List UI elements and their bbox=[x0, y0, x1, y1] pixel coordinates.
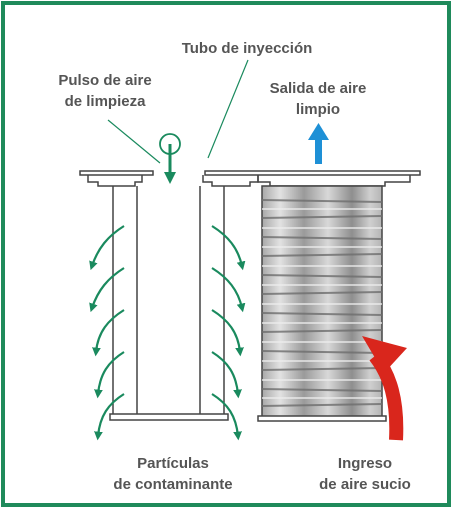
injection-nozzle bbox=[159, 133, 181, 184]
clean-out-label-line1: Salida de aire bbox=[270, 80, 367, 97]
left-filter bbox=[109, 186, 229, 421]
dirty-in-label-line1: Ingreso bbox=[338, 455, 392, 472]
tube-sheet bbox=[79, 170, 421, 187]
tube-leader-line bbox=[207, 59, 249, 159]
clean-out-label-line2: limpio bbox=[296, 101, 340, 118]
injection-tube-label: Tubo de inyección bbox=[182, 40, 313, 57]
particle-arrows-right bbox=[211, 225, 246, 441]
particles-label-line1: Partículas bbox=[137, 455, 209, 472]
particles-label-line2: de contaminante bbox=[113, 476, 232, 493]
pulse-label-line1: Pulso de aire bbox=[58, 72, 151, 89]
clean-air-arrow bbox=[308, 123, 329, 164]
pulse-label-line2: de limpieza bbox=[65, 93, 147, 110]
pulse-leader-line bbox=[107, 119, 161, 164]
particle-arrows-left bbox=[89, 225, 125, 441]
dirty-air-arrow bbox=[362, 336, 407, 441]
right-filter-cartridge bbox=[257, 185, 387, 422]
dirty-in-label-line2: de aire sucio bbox=[319, 476, 411, 493]
